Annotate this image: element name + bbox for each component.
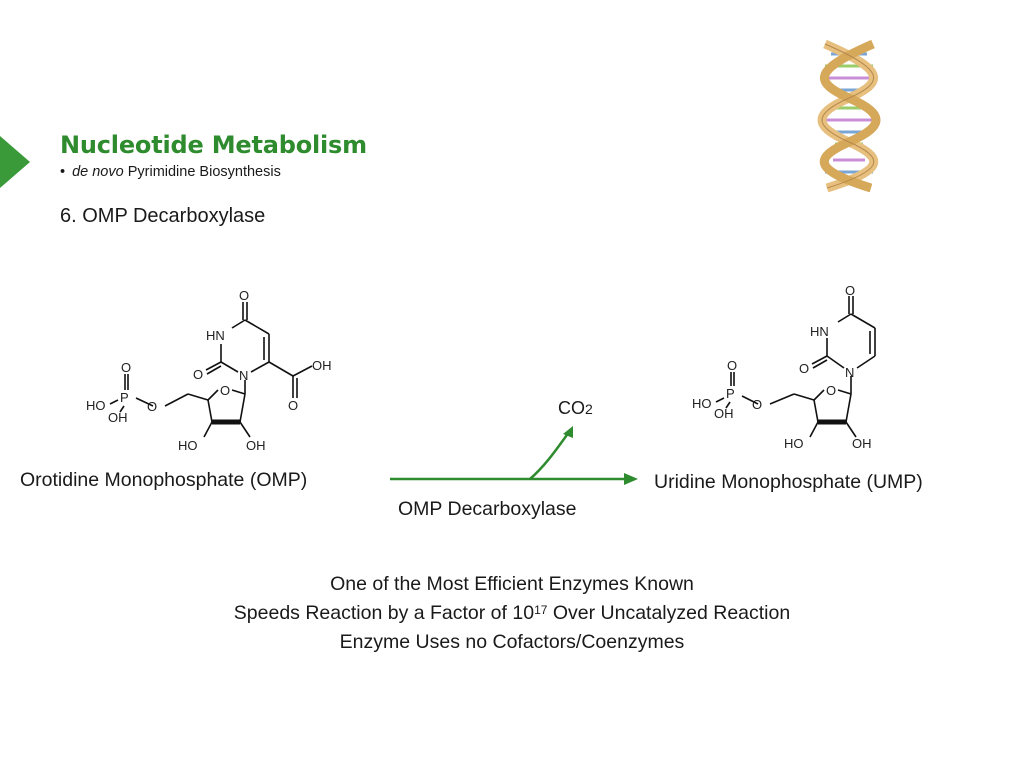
ump-structure-diagram: O HN O N O P HO OH O O HO OH: [692, 283, 876, 451]
slide-accent-arrow: [0, 136, 30, 188]
atom-label: P: [120, 390, 129, 405]
product-label: Uridine Monophosphate (UMP): [654, 471, 923, 493]
atom-label: O: [121, 360, 131, 375]
atom-label: O: [752, 397, 762, 412]
subtitle-bullet: • de novo Pyrimidine Biosynthesis: [60, 164, 281, 180]
fact-line-2: Speeds Reaction by a Factor of 1017 Over…: [0, 599, 1024, 628]
co2-arrow-head: [563, 426, 573, 438]
subtitle-text: Pyrimidine Biosynthesis: [123, 164, 281, 180]
atom-label: O: [147, 399, 157, 414]
atom-label: O: [799, 361, 809, 376]
step-heading: 6. OMP Decarboxylase: [60, 205, 266, 227]
atom-label: O: [727, 358, 737, 373]
bullet-dot: •: [60, 164, 66, 180]
fact-line-3: Enzyme Uses no Cofactors/Coenzymes: [339, 631, 685, 653]
atom-label: HN: [810, 324, 829, 339]
substrate-label: Orotidine Monophosphate (OMP): [20, 469, 308, 491]
atom-label: OH: [714, 406, 734, 421]
fact-line-2-rest: Over Uncatalyzed Reaction: [547, 602, 791, 624]
exponent: 17: [534, 603, 548, 617]
atom-label: HO: [692, 396, 712, 411]
atom-label: OH: [246, 438, 266, 453]
atom-label: O: [193, 367, 203, 382]
atom-label: O: [239, 288, 249, 303]
atom-label: HO: [178, 438, 198, 453]
slide-title: Nucleotide Metabolism: [60, 131, 367, 159]
atom-label: N: [239, 368, 248, 383]
facts-block: One of the Most Efficient Enzymes Known …: [0, 570, 1024, 657]
atom-label: OH: [108, 410, 128, 425]
co2-subscript: 2: [585, 401, 593, 417]
atom-label: O: [220, 383, 230, 398]
atom-label: P: [726, 386, 735, 401]
subtitle-italic: de novo: [72, 164, 124, 180]
atom-label: O: [288, 398, 298, 413]
enzyme-label: OMP Decarboxylase: [398, 498, 577, 520]
atom-label: HO: [784, 436, 804, 451]
co2-main: CO: [558, 398, 585, 418]
atom-label: OH: [312, 358, 332, 373]
atom-label: O: [845, 283, 855, 298]
reaction-arrow: [390, 426, 638, 485]
co2-label: CO2: [558, 398, 593, 419]
atom-label: N: [845, 365, 854, 380]
atom-label: HN: [206, 328, 225, 343]
atom-label: O: [826, 383, 836, 398]
atom-label: HO: [86, 398, 106, 413]
arrow-head: [624, 473, 638, 485]
fact-line-2-text: Speeds Reaction by a Factor of 10: [233, 602, 535, 624]
atom-label: OH: [852, 436, 872, 451]
fact-line-1: One of the Most Efficient Enzymes Known: [330, 573, 694, 595]
dna-helix-icon: [817, 40, 881, 192]
omp-structure-diagram: O HN O N OH O O P HO OH O O HO OH: [86, 288, 332, 453]
